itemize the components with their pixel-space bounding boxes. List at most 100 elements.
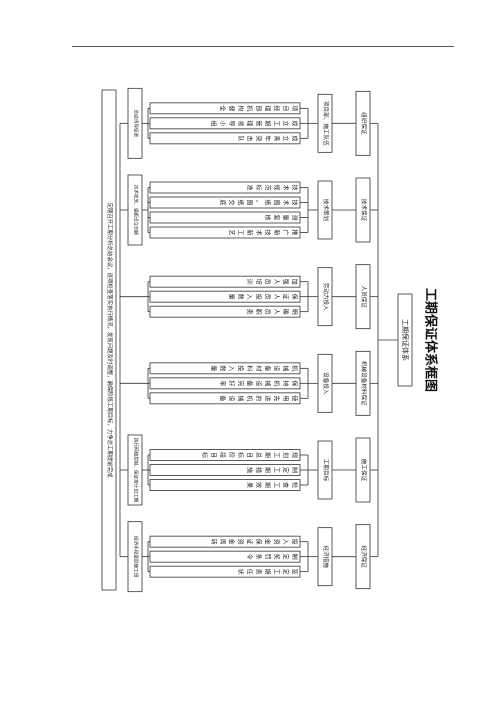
char: 责 xyxy=(255,569,263,575)
diagram-title: 工期保证体系框图 xyxy=(423,288,439,392)
char: 导 xyxy=(228,120,235,126)
char: 测 xyxy=(291,214,299,220)
char: 设 xyxy=(228,395,236,401)
char: 目 xyxy=(246,452,253,458)
char: 投 xyxy=(237,365,245,371)
branch-5-sub-label: 经济措施 xyxy=(322,545,330,568)
char: 立 xyxy=(282,135,290,141)
char: 理 xyxy=(246,120,253,126)
char: 青 xyxy=(273,135,281,141)
char: 训 xyxy=(246,279,254,285)
char: 定 xyxy=(282,467,290,473)
char: 范 xyxy=(264,184,272,190)
char: 机 xyxy=(273,380,281,386)
char: 查 xyxy=(282,482,290,488)
char: 备 xyxy=(219,395,227,401)
char: 定 xyxy=(282,569,290,575)
char: 保 xyxy=(291,294,299,300)
char: 签 xyxy=(291,569,299,575)
char: 技 xyxy=(291,199,299,205)
branch-1-sub-label: 技术策划 xyxy=(322,199,330,222)
char: 入 xyxy=(282,539,289,545)
char: 术 xyxy=(282,184,290,190)
char: 项 xyxy=(291,105,298,111)
char: 期 xyxy=(264,467,272,473)
char: 入 xyxy=(246,294,253,300)
char: 量 xyxy=(210,365,217,371)
diagram-rotated-group: 工期保证体系框图工期保证体系组织保证项目部、施工队伍项目经理部机构健全成立工期管… xyxy=(101,87,439,593)
char: 职 xyxy=(255,309,262,315)
char: 期 xyxy=(264,452,272,458)
char: 责 xyxy=(246,309,254,315)
char: 材 xyxy=(255,365,263,371)
root-label: 工期保证体系 xyxy=(401,319,410,361)
char: 击 xyxy=(246,135,254,141)
char: 推 xyxy=(291,229,299,235)
char: 周 xyxy=(219,539,226,545)
char: 构 xyxy=(237,105,245,111)
char: 队 xyxy=(237,135,245,141)
char: 规 xyxy=(273,184,281,190)
char: 令 xyxy=(246,554,254,560)
branch-4-label: 施工保证 xyxy=(360,459,368,482)
char: 状 xyxy=(237,569,245,575)
char: 金 xyxy=(228,539,236,545)
char: 工 xyxy=(237,229,244,235)
char: 制 xyxy=(291,554,299,560)
branch-3-label: 机械设备材料保证 xyxy=(360,361,368,406)
char: 成 xyxy=(291,135,299,141)
char: 投 xyxy=(255,294,263,300)
char: 工 xyxy=(273,452,280,458)
char: 械 xyxy=(264,380,272,386)
char: 员 xyxy=(264,294,271,300)
char: 械 xyxy=(237,395,245,401)
char: 小 xyxy=(219,120,227,126)
char: 理 xyxy=(264,105,271,111)
char: 工 xyxy=(273,569,280,575)
char: 术 xyxy=(282,199,290,205)
char: 确 xyxy=(282,309,290,315)
char: 先 xyxy=(273,395,281,401)
char: 设 xyxy=(273,365,281,371)
char: 加 xyxy=(291,279,299,285)
char: 机 xyxy=(291,365,299,371)
char: 效 xyxy=(255,482,263,488)
char: 条 xyxy=(255,554,263,560)
char: 组 xyxy=(210,120,218,126)
char: 技 xyxy=(291,184,299,190)
char: 的 xyxy=(255,395,263,401)
char: 人 xyxy=(273,279,280,285)
char: 人 xyxy=(273,309,280,315)
char: 图 xyxy=(273,199,280,205)
char: 培 xyxy=(255,279,263,285)
char: 量 xyxy=(228,294,235,300)
char: 准 xyxy=(246,184,254,190)
char: 明 xyxy=(291,309,298,315)
char: 经 xyxy=(273,105,281,111)
branch-0-footer-label: 总结诱导促进 xyxy=(133,110,140,138)
char: 检 xyxy=(291,482,299,488)
char: 底 xyxy=(219,199,227,205)
char: 标 xyxy=(255,184,263,190)
char: 期 xyxy=(264,120,272,126)
char: 新 xyxy=(273,229,281,235)
char: 工 xyxy=(273,482,280,488)
char: 阶 xyxy=(228,452,236,458)
char: 进 xyxy=(264,395,272,401)
char: 纸 xyxy=(237,199,245,205)
char: 员 xyxy=(264,279,271,285)
